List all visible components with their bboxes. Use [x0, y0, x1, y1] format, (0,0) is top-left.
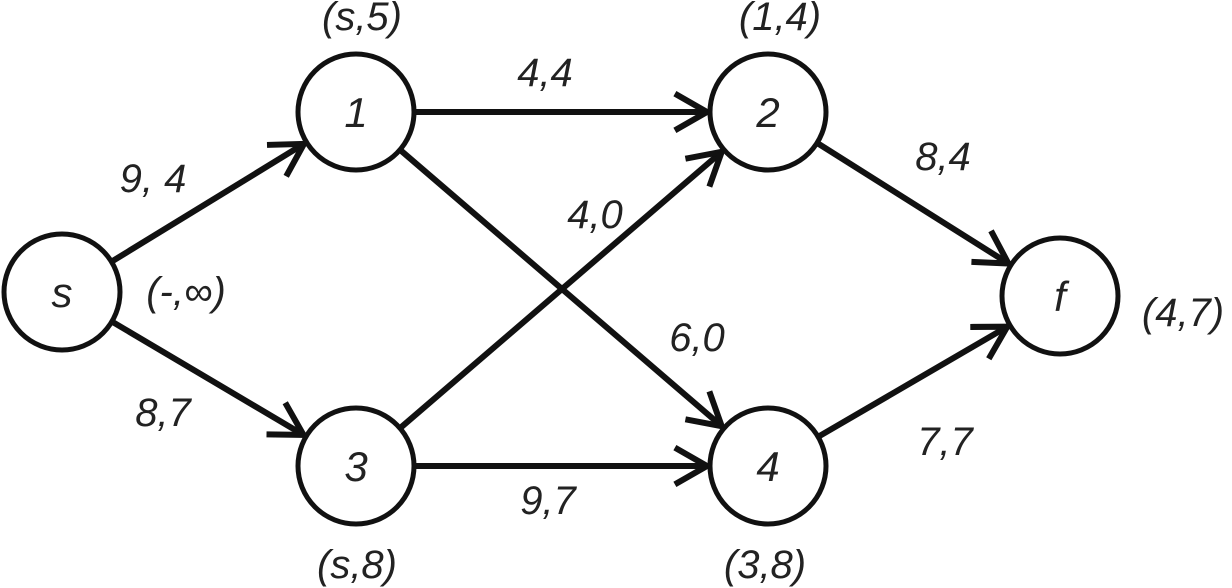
edge-4-f — [817, 323, 1013, 439]
edge-2-f — [816, 140, 1014, 267]
arrowhead — [673, 91, 714, 133]
edge-label-s-3: 8,7 — [135, 391, 192, 435]
arrowhead — [266, 401, 309, 439]
node-mark-s: (-,∞) — [146, 270, 226, 314]
arrowhead — [970, 323, 1013, 361]
edge-label-3-2: 4,0 — [567, 193, 623, 237]
edge-s-1 — [110, 140, 310, 264]
edges-layer — [110, 91, 1014, 487]
node-label-4: 4 — [756, 443, 779, 490]
edge-1-2 — [415, 91, 714, 133]
node-circle — [707, 405, 829, 527]
node-circle — [295, 405, 417, 527]
edge-line — [817, 324, 1009, 439]
labels-layer: 9, 4 8,7 4,4 4,0 6,0 9,7 8,4 7,7 (-,∞) (s,5) (1,4)… — [120, 0, 1224, 587]
edge-1-4 — [398, 148, 727, 431]
node-circle — [1, 231, 123, 353]
edge-label-1-4: 6,0 — [669, 316, 725, 360]
node-circle — [295, 51, 417, 173]
node-circle — [707, 51, 829, 173]
edge-label-2-f: 8,4 — [915, 135, 971, 179]
node-mark-3: (s,8) — [317, 543, 397, 587]
arrowhead — [971, 229, 1014, 267]
edge-label-s-1: 9, 4 — [120, 157, 187, 201]
node-circle — [999, 235, 1121, 357]
node-label-s: s — [52, 269, 73, 316]
node-label-3: 3 — [344, 443, 367, 490]
arrowhead — [684, 147, 727, 188]
edge-label-4-f: 7,7 — [917, 420, 974, 464]
node-f: f — [999, 235, 1121, 357]
node-label-1: 1 — [344, 89, 367, 136]
node-mark-f: (4,7) — [1142, 291, 1224, 335]
edge-line — [110, 141, 306, 264]
node-4: 4 — [707, 405, 829, 527]
node-2: 2 — [707, 51, 829, 173]
arrowhead — [266, 140, 310, 178]
edge-line — [816, 140, 1010, 267]
edge-line — [398, 148, 724, 429]
node-mark-4: (3,8) — [724, 543, 806, 587]
arrowhead — [684, 390, 727, 431]
edge-s-3 — [111, 319, 309, 439]
edge-line — [111, 319, 306, 438]
node-mark-1: (s,5) — [322, 0, 402, 39]
edge-label-3-4: 9,7 — [520, 479, 577, 523]
node-label-2: 2 — [755, 89, 779, 136]
node-3: 3 — [295, 405, 417, 527]
edge-label-1-2: 4,4 — [517, 51, 573, 95]
edge-3-4 — [415, 445, 714, 487]
arrowhead — [673, 445, 714, 487]
node-1: 1 — [295, 51, 417, 173]
nodes-layer: s 1 2 3 4 f — [1, 51, 1121, 527]
node-mark-2: (1,4) — [739, 0, 821, 39]
node-s: s — [1, 231, 123, 353]
